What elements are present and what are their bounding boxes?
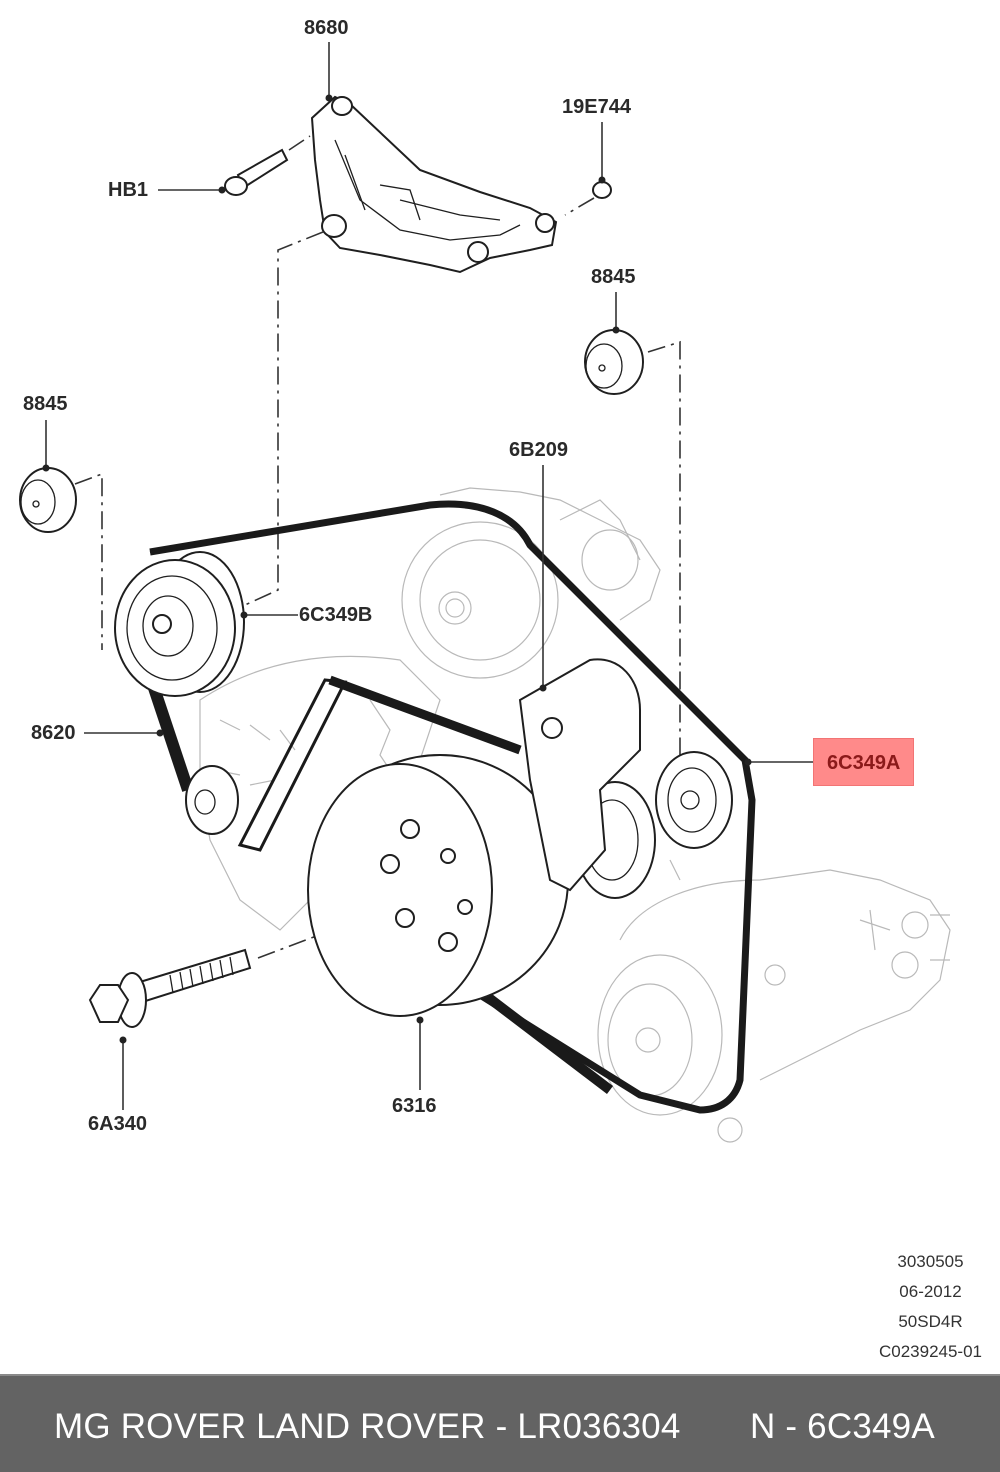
brand-part-number: MG ROVER LAND ROVER - LR036304 [54, 1407, 681, 1446]
exploded-parts-diagram [19, 42, 951, 1143]
callout-8845-left[interactable]: 8845 [23, 393, 68, 415]
callout-6c349a-highlighted[interactable]: 6C349A [813, 738, 915, 786]
alignment-line-bracket [244, 231, 324, 606]
idler-pulley-6c349a-area [655, 751, 733, 849]
leader-lines [42, 42, 826, 1110]
model-code: 50SD4R [898, 1312, 963, 1331]
callout-6a340[interactable]: 6A340 [88, 1113, 147, 1135]
part-code: N - 6C349A [750, 1407, 935, 1446]
callout-8845-right[interactable]: 8845 [591, 266, 636, 288]
part-info-banner: MG ROVER LAND ROVER - LR036304 N - 6C349… [0, 1374, 1000, 1472]
callout-hb1[interactable]: HB1 [108, 179, 149, 201]
dust-cap-left [19, 467, 103, 650]
bolt-hb1 [224, 135, 311, 196]
callout-8680[interactable]: 8680 [304, 17, 349, 39]
callout-6316[interactable]: 6316 [392, 1095, 437, 1117]
engine-background-ghost [199, 487, 951, 1143]
diagram-reference-codes: 3030505 06-2012 50SD4R C0239245-01 [879, 1247, 982, 1367]
callout-6c349b[interactable]: 6C349B [299, 604, 373, 626]
callout-6b209[interactable]: 6B209 [509, 439, 568, 461]
callout-8620[interactable]: 8620 [31, 722, 76, 744]
reference-code: 3030505 [897, 1252, 964, 1271]
date-code: 06-2012 [899, 1282, 962, 1301]
belt-tensioner [518, 658, 656, 899]
small-idler [185, 765, 239, 835]
illustration-code: C0239245-01 [878, 1342, 982, 1361]
mounting-bracket [310, 95, 558, 274]
callout-19e744[interactable]: 19E744 [562, 96, 631, 118]
bolt-6a340 [88, 948, 252, 1028]
crankshaft-pulley [307, 754, 569, 1017]
cap-19e744 [564, 181, 612, 216]
idler-pulley-6c349b [114, 551, 245, 697]
